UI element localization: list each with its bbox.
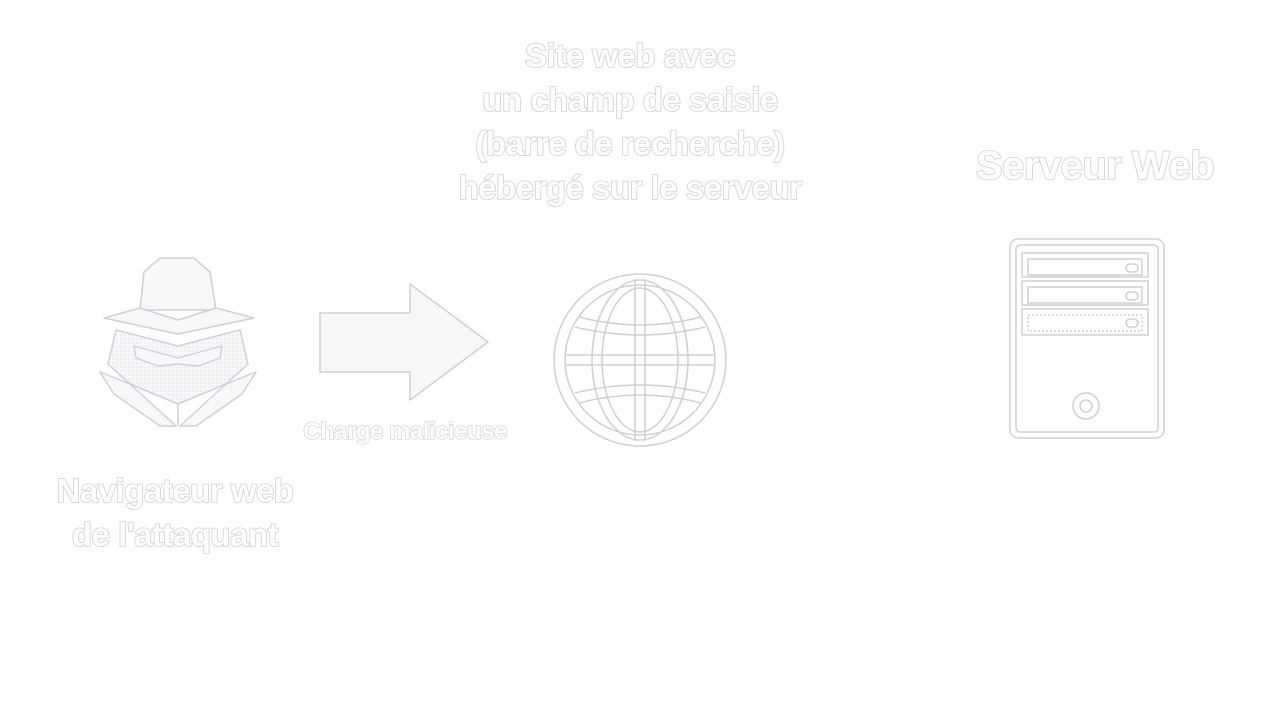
attacker-title-line-1: Navigateur web [56, 471, 295, 510]
website-title-line-2: un champ de saisie [481, 80, 779, 119]
hacker-spy-icon [99, 257, 257, 427]
website-title-line-4: hébergé sur le serveur [458, 168, 803, 207]
website-title-line-3: (barre de recherche) [475, 124, 786, 163]
globe-icon [553, 273, 727, 447]
website-title-line-1: Site web avec [524, 36, 736, 75]
website-title: Site web avec un champ de saisie (barre … [430, 34, 830, 210]
right-arrow-icon [319, 283, 489, 401]
attacker-title: Navigateur web de l'attaquant [20, 469, 330, 557]
server-tower-icon [1009, 238, 1165, 439]
attacker-title-line-2: de l'attaquant [71, 515, 279, 554]
payload-label: Charge malicieuse [303, 417, 508, 445]
server-title: Serveur Web [975, 143, 1215, 189]
